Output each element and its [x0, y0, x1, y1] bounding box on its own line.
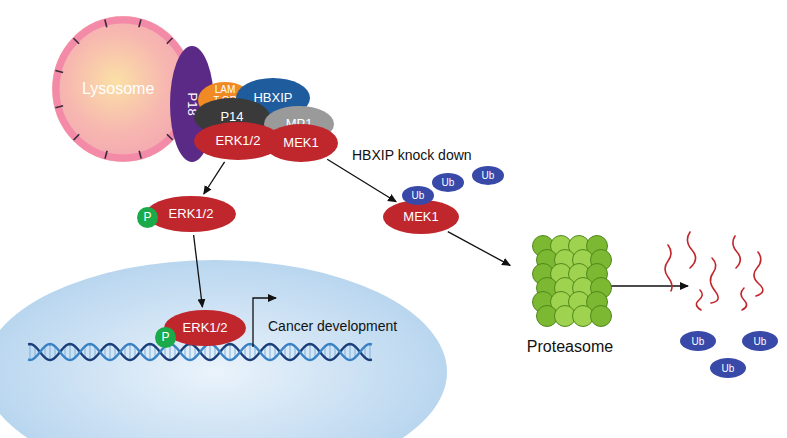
node-label: Ub: [442, 177, 455, 188]
dna-rung: [110, 344, 111, 360]
mek1-protein: MEK1: [383, 200, 459, 234]
node-label: Lysosome: [82, 80, 154, 98]
dna-rung: [50, 344, 51, 360]
ubiquitin: Ub: [680, 331, 716, 351]
node-heading: Proteasome: [527, 338, 613, 356]
node-label: P: [143, 211, 151, 224]
dna-rung: [70, 344, 71, 360]
dna-rung: [230, 344, 231, 360]
node-label: Ub: [412, 190, 425, 201]
dna-rung: [130, 344, 131, 360]
flow-arrow: [204, 162, 225, 194]
dna-rung: [290, 344, 291, 360]
node-label: Ub: [692, 336, 705, 347]
ubiquitin: Ub: [742, 331, 778, 351]
dna-helix: [28, 344, 372, 360]
dna-strand: [28, 344, 372, 360]
annotation-text: Cancer development: [268, 318, 397, 334]
ubiquitin: Ub: [432, 173, 464, 192]
node-label: Ub: [482, 170, 495, 181]
node-label: Ub: [754, 336, 767, 347]
dna-rung: [90, 344, 91, 360]
dna-rung: [150, 344, 151, 360]
node-label: ERK1/2: [183, 321, 228, 335]
proteasome-barrel: [505, 232, 635, 332]
degradation-arrow: [602, 285, 688, 286]
node-label: P: [161, 331, 169, 344]
erk-protein: ERK1/2: [146, 196, 236, 232]
flow-arrow: [327, 159, 396, 202]
dna-rung: [310, 344, 311, 360]
flow-arrow: [448, 232, 510, 266]
dna-rung: [270, 344, 271, 360]
ubiquitin: Ub: [472, 166, 504, 185]
dna-rung: [350, 344, 351, 360]
mek1-protein: MEK1: [264, 124, 338, 162]
dna-rung: [210, 344, 211, 360]
node-label: Ub: [722, 363, 735, 374]
node-label: MEK1: [403, 210, 438, 224]
proteasome: Proteasome: [505, 232, 635, 364]
phospho-mark: P: [137, 207, 158, 228]
dna-strand: [28, 344, 372, 360]
node-label: ERK1/2: [216, 134, 261, 148]
annotation-text: HBXIP knock down: [352, 147, 472, 163]
phospho-mark: P: [155, 327, 176, 348]
ubiquitin: Ub: [710, 358, 746, 378]
dna-rung: [250, 344, 251, 360]
node-label: MEK1: [283, 136, 318, 150]
peptide-fragments: [665, 232, 763, 310]
nucleus: [0, 260, 447, 438]
node-label: ERK1/2: [169, 207, 214, 221]
ubiquitin: Ub: [402, 186, 434, 205]
dna-rung: [330, 344, 331, 360]
flow-arrow: [194, 235, 203, 307]
dna-rung: [190, 344, 191, 360]
dna-rung: [30, 344, 31, 360]
dna-rung: [370, 344, 371, 360]
erk-protein: ERK1/2: [164, 310, 246, 346]
